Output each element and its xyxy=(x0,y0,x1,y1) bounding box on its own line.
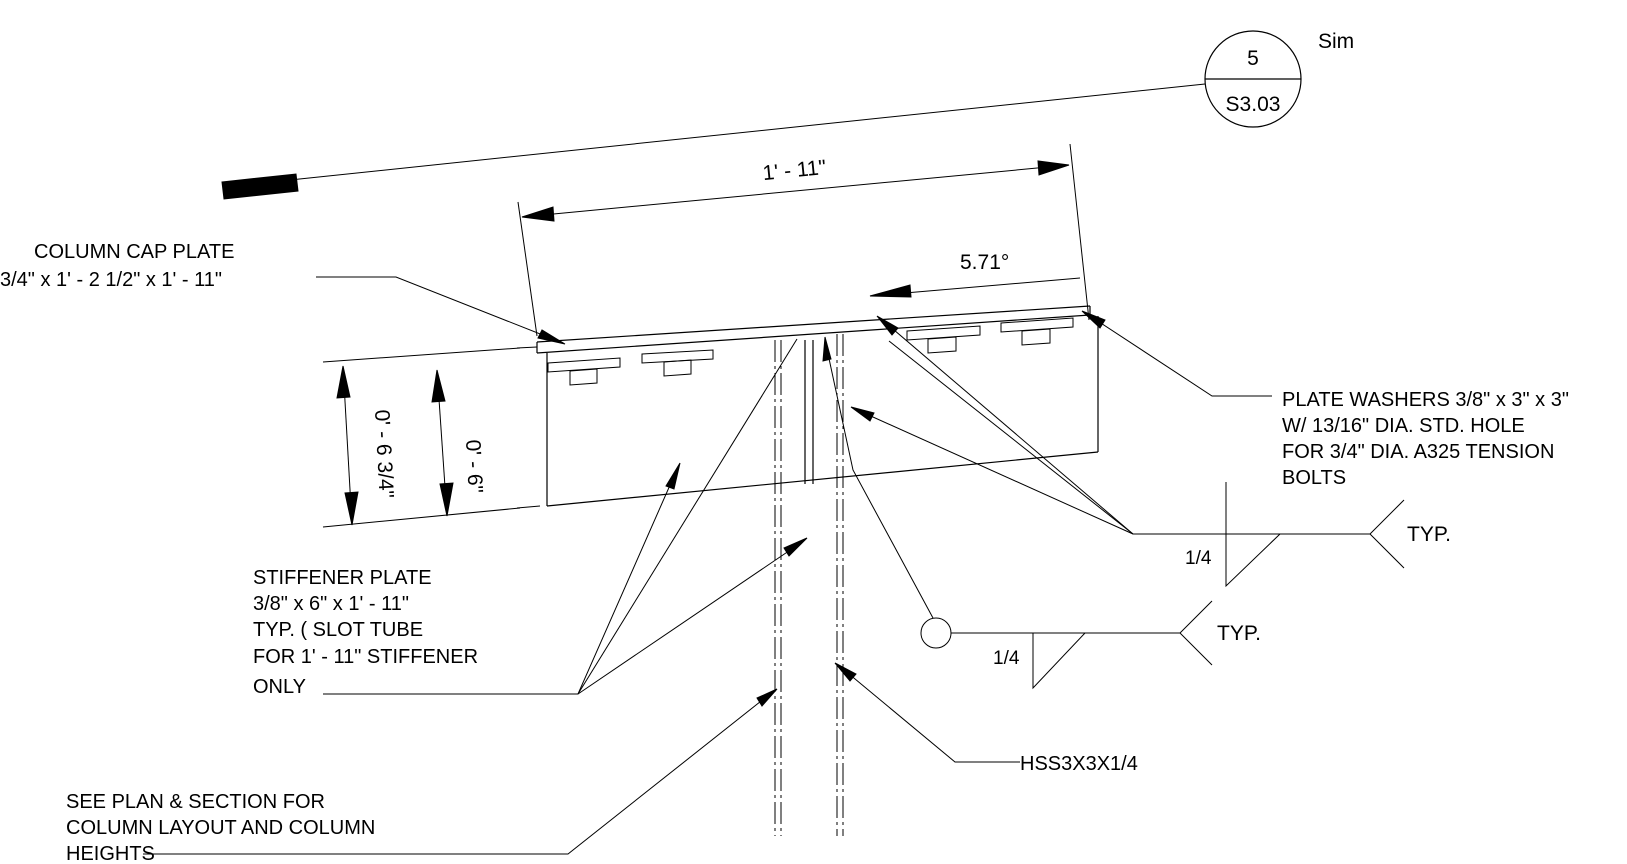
leader-arrowhead xyxy=(850,406,875,422)
stiffener-line-4: FOR 1' - 11" STIFFENER xyxy=(253,646,478,668)
stiffener-plate xyxy=(516,316,1099,509)
see-plan-line-2: COLUMN LAYOUT AND COLUMN xyxy=(66,817,375,839)
leader-arrowhead xyxy=(783,537,808,557)
leader-arrowhead xyxy=(665,462,681,490)
slope-indicator: 5.71° xyxy=(869,251,1081,298)
plate-washers-line-2: W/ 13/16" DIA. STD. HOLE xyxy=(1282,415,1525,437)
leader-arrowhead xyxy=(876,315,899,336)
weld-all-around-icon xyxy=(920,617,952,649)
plate-washers-line-3: FOR 3/4" DIA. A325 TENSION xyxy=(1282,441,1554,463)
leader-arrowhead xyxy=(537,329,566,345)
leader-arrowhead xyxy=(1081,310,1106,329)
dimension-length: 1' - 11" xyxy=(517,143,1090,337)
leader-arrowhead xyxy=(834,662,857,682)
stiffener-line-2: 3/8" x 6" x 1' - 11" xyxy=(253,593,409,615)
lower-weld-note: TYP. xyxy=(1217,622,1261,645)
cap-plate-title: COLUMN CAP PLATE xyxy=(34,241,234,263)
section-cut xyxy=(221,83,1206,200)
callout-see-plan: SEE PLAN & SECTION FOR COLUMN LAYOUT AND… xyxy=(66,688,778,864)
weld-symbol-upper: 1/4 TYP. xyxy=(850,315,1451,588)
bolt-assembly xyxy=(547,317,1074,386)
dimension-depth-stiffener: 0' - 6" xyxy=(431,369,487,517)
dimension-arrowhead xyxy=(431,369,446,403)
dimension-arrowhead xyxy=(344,491,359,526)
section-cut-end-bar xyxy=(221,173,299,200)
dimension-depth-overall-label: 0' - 6 3/4" xyxy=(370,409,398,499)
callout-plate-washers: PLATE WASHERS 3/8" x 3" x 3" W/ 13/16" D… xyxy=(1081,310,1569,489)
section-marker[interactable]: 5 S3.03 Sim xyxy=(1204,30,1354,128)
hss-column xyxy=(774,334,844,836)
section-number: 5 xyxy=(1247,47,1259,70)
dimension-depth-overall: 0' - 6 3/4" xyxy=(322,347,521,528)
callout-cap-plate: COLUMN CAP PLATE 3/4" x 1' - 2 1/2" x 1'… xyxy=(0,241,566,345)
dimension-arrowhead xyxy=(336,365,351,399)
lower-weld-size: 1/4 xyxy=(993,648,1020,669)
hss-label: HSS3X3X1/4 xyxy=(1020,753,1138,775)
plate-washers-line-1: PLATE WASHERS 3/8" x 3" x 3" xyxy=(1282,389,1569,411)
section-sheet: S3.03 xyxy=(1226,93,1281,116)
dimension-depth-stiffener-label: 0' - 6" xyxy=(461,439,487,494)
upper-weld-size: 1/4 xyxy=(1185,548,1212,569)
callout-stiffener: STIFFENER PLATE 3/8" x 6" x 1' - 11" TYP… xyxy=(253,338,808,698)
dimension-arrowhead xyxy=(521,206,555,222)
upper-weld-note: TYP. xyxy=(1407,523,1451,546)
dimension-arrowhead xyxy=(439,482,454,517)
weld-symbol-lower: 1/4 TYP. xyxy=(822,336,1261,690)
slope-arrowhead xyxy=(869,284,912,298)
callout-hss: HSS3X3X1/4 xyxy=(834,662,1138,775)
see-plan-line-3: HEIGHTS xyxy=(66,843,155,864)
stiffener-line-1: STIFFENER PLATE xyxy=(253,567,432,589)
plate-washers-line-4: BOLTS xyxy=(1282,467,1346,489)
cap-plate-size: 3/4" x 1' - 2 1/2" x 1' - 11" xyxy=(0,269,222,291)
dimension-arrowhead xyxy=(1037,160,1070,176)
leader-arrowhead xyxy=(822,336,832,362)
slope-label: 5.71° xyxy=(960,251,1009,274)
stiffener-line-3: TYP. ( SLOT TUBE xyxy=(253,619,423,641)
section-sim-note: Sim xyxy=(1318,30,1354,53)
leader-arrowhead xyxy=(756,688,778,707)
stiffener-line-5: ONLY xyxy=(253,676,306,698)
see-plan-line-1: SEE PLAN & SECTION FOR xyxy=(66,791,325,813)
dimension-length-label: 1' - 11" xyxy=(762,156,828,185)
